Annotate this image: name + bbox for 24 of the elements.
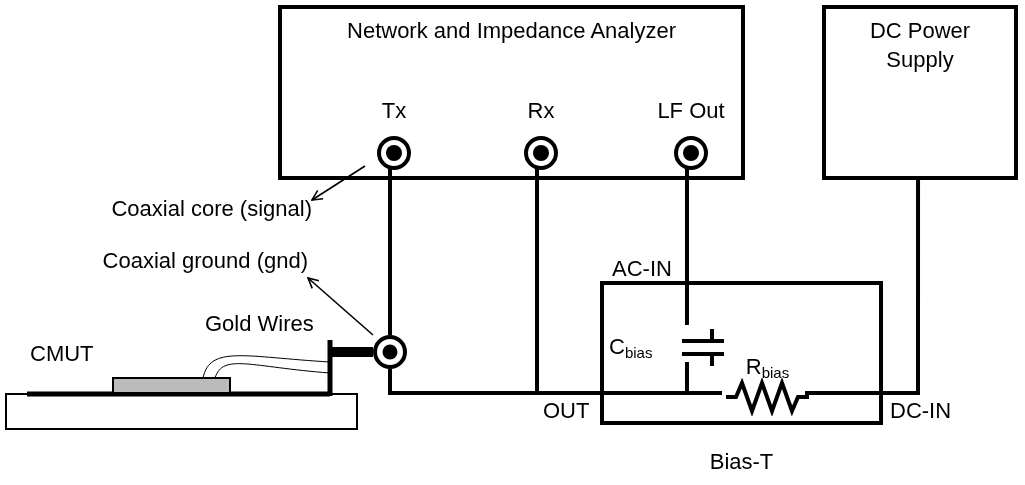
port-label: Tx bbox=[381, 100, 407, 122]
instrument-name: Network and Impedance Analyzer bbox=[346, 17, 677, 45]
port-label: LF Out bbox=[657, 100, 725, 122]
port-label: Rx bbox=[527, 100, 555, 122]
wire-label: Gold Wires bbox=[205, 313, 314, 335]
leader-arrow bbox=[307, 277, 374, 336]
port-label: OUT bbox=[543, 400, 590, 422]
capacitor-label: C$_{bias}$ bbox=[609, 335, 653, 360]
callout-text: Coaxial ground (gnd) bbox=[102, 248, 308, 273]
port-label: DC-IN bbox=[890, 400, 952, 422]
resistor-label: R$_{bias}$ bbox=[745, 356, 790, 380]
connector-bar bbox=[358, 347, 373, 357]
port-label: AC-IN bbox=[612, 258, 672, 280]
device-label: CMUT bbox=[30, 343, 94, 365]
instrument-name: DC Power Supply bbox=[868, 17, 972, 74]
instrument-box bbox=[822, 5, 1018, 180]
callout-text: Coaxial core (signal) bbox=[111, 196, 312, 221]
bias-tee-title: Bias-T bbox=[708, 449, 775, 475]
wire bbox=[388, 166, 392, 335]
leader-arrow bbox=[311, 165, 366, 201]
instrument-box bbox=[278, 5, 745, 180]
wire bbox=[685, 166, 689, 325]
wire bbox=[685, 362, 722, 395]
wire bbox=[805, 180, 921, 395]
